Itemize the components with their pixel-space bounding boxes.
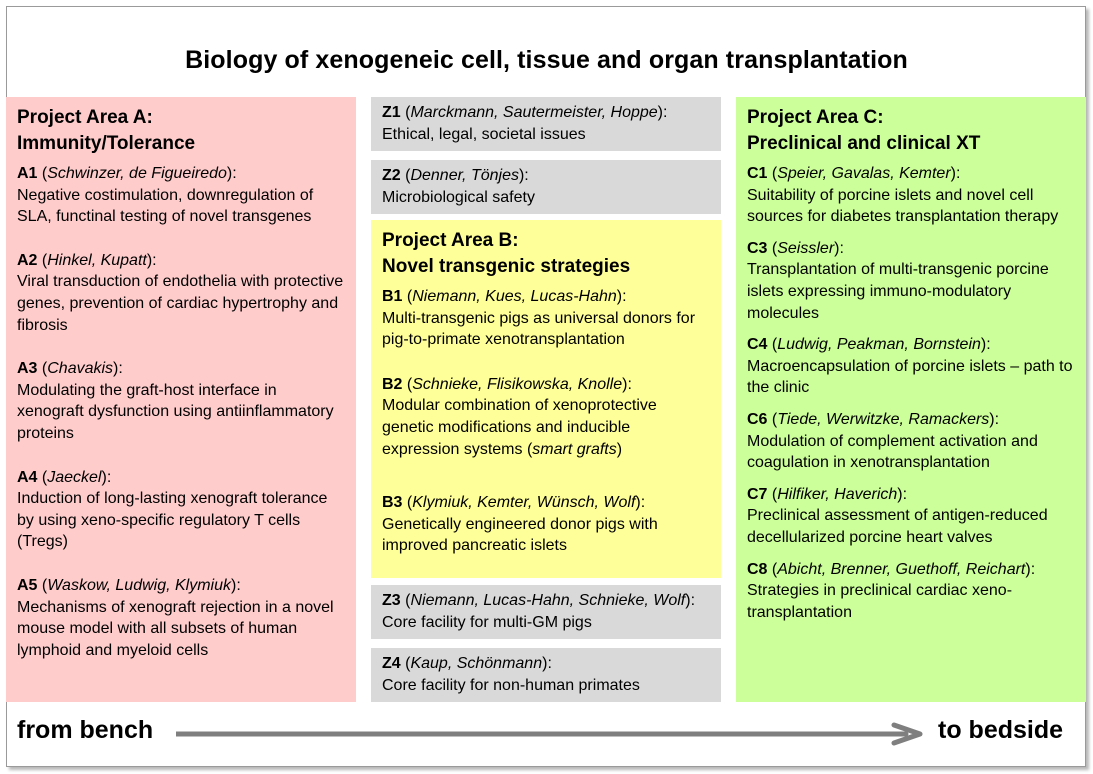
area-a-title: Project Area A: Immunity/Tolerance	[17, 107, 196, 154]
area-c-title: Project Area C: Preclinical and clinical…	[747, 107, 981, 154]
project-c6: C6 (Tiede, Werwitzke, Ramackers):Modulat…	[747, 410, 1038, 472]
project-b2: B2 (Schnieke, Flisikowska, Knolle):Modul…	[382, 375, 657, 458]
bench-to-bedside-arrow	[176, 722, 923, 746]
project-a3: A3 (Chavakis):Modulating the graft-host …	[17, 360, 334, 442]
project-area-a: Project Area A: Immunity/Tolerance A1 (S…	[6, 97, 356, 702]
diagram-title: Biology of xenogeneic cell, tissue and o…	[185, 46, 908, 74]
project-a5: A5 (Waskow, Ludwig, Klymiuk):Mechanisms …	[17, 576, 334, 659]
project-area-c: Project Area C: Preclinical and clinical…	[736, 97, 1086, 702]
project-z4: Z4 (Kaup, Schönmann):Core facility for n…	[371, 648, 721, 702]
project-b3: B3 (Klymiuk, Kemter, Wünsch, Wolf):Genet…	[382, 494, 658, 555]
project-c7: C7 (Hilfiker, Haverich):Preclinical asse…	[747, 485, 1048, 546]
project-z3: Z3 (Niemann, Lucas-Hahn, Schnieke, Wolf)…	[371, 585, 721, 639]
project-c3: C3 (Seissler):Transplantation of multi-t…	[747, 239, 1049, 322]
project-z1: Z1 (Marckmann, Sautermeister, Hoppe):Eth…	[371, 97, 721, 151]
project-a4: A4 (Jaeckel):Induction of long-lasting x…	[17, 468, 328, 551]
project-area-b: Project Area B: Novel transgenic strateg…	[371, 220, 721, 578]
project-a1: A1 (Schwinzer, de Figueiredo):Negative c…	[17, 165, 314, 226]
project-a2: A2 (Hinkel, Kupatt):Viral transduction o…	[17, 251, 344, 334]
to-bedside-label: to bedside	[938, 716, 1064, 744]
project-b1: B1 (Niemann, Kues, Lucas-Hahn):Multi-tra…	[382, 288, 696, 349]
project-c8: C8 (Abicht, Brenner, Guethoff, Reichart)…	[747, 560, 1036, 621]
project-c4: C4 (Ludwig, Peakman, Bornstein):Macroenc…	[747, 336, 1073, 397]
from-bench-label: from bench	[17, 716, 154, 744]
project-c1: C1 (Speier, Gavalas, Kemter):Suitability…	[747, 165, 1059, 226]
project-z2: Z2 (Denner, Tönjes):Microbiological safe…	[371, 160, 721, 214]
area-b-title: Project Area B: Novel transgenic strateg…	[382, 230, 631, 277]
